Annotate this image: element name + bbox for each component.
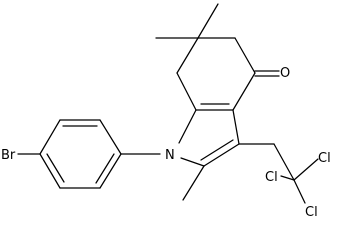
bond-c2-methyl [182, 165, 205, 201]
bond-c5-c4 [234, 37, 256, 74]
atom-label-o: O [280, 66, 290, 81]
atom-labels: Br N O Cl Cl Cl [1, 66, 331, 220]
bond-c7a-c7 [176, 72, 197, 111]
bond-c4-c3a [232, 72, 256, 111]
bond-c-cl-bottom [293, 179, 306, 204]
molecule-structure: Br N O Cl Cl Cl [1, 3, 331, 220]
atom-label-cl-bottom: Cl [305, 205, 318, 220]
bond-c3-c2 [203, 143, 240, 167]
bond-c3-c2-inner [200, 139, 234, 161]
structure-canvas: Br N O Cl Cl Cl [1, 3, 331, 220]
bond-n-c7a [178, 109, 197, 144]
atom-label-n: N [165, 148, 175, 163]
bonds [17, 3, 319, 204]
bond-c3a-c3 [232, 109, 240, 145]
bond-c-cl-left [280, 175, 295, 181]
bond-c2-n [180, 157, 205, 167]
bond-c7-c6 [176, 37, 199, 74]
bond-c-cl-right [293, 158, 319, 181]
atom-label-cl-right: Cl [318, 151, 331, 166]
bond-ring-1 [39, 119, 61, 155]
bond-ring-6 [39, 153, 61, 189]
bond-c6-methyl-up [197, 3, 219, 39]
bond-ring-4 [99, 153, 122, 189]
atom-label-br: Br [1, 148, 16, 163]
bond-ring-4-inner [95, 153, 115, 184]
bond-ring-3 [99, 119, 122, 155]
bond-ring-6-inner [46, 153, 65, 183]
atom-label-cl-left: Cl [265, 170, 278, 185]
bond-ch2-ccl3 [273, 143, 295, 181]
